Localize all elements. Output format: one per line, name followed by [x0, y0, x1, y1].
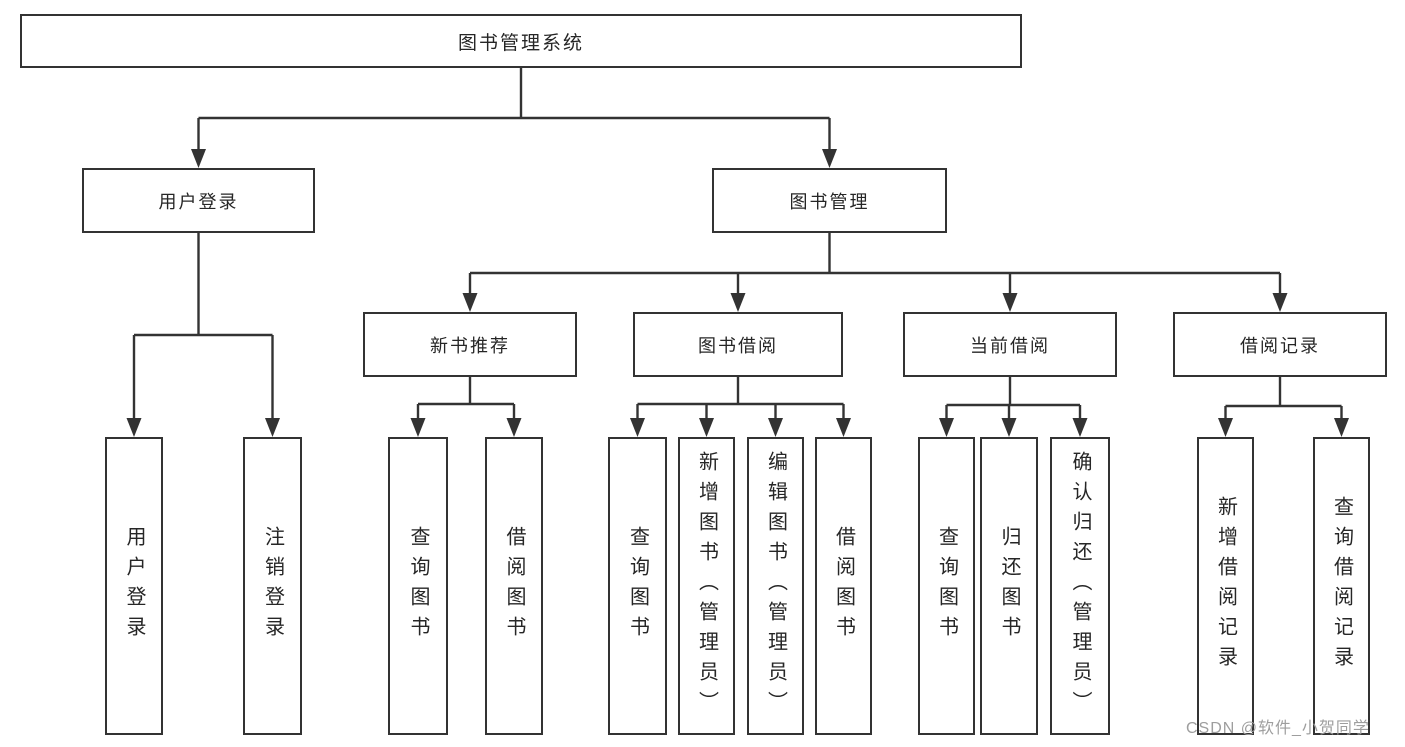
- node-root-system: 图书管理系统: [20, 14, 1022, 68]
- csdn-watermark: CSDN @软件_小贺同学: [1186, 720, 1370, 737]
- leaf-current-return-books: 归还图书: [980, 437, 1038, 735]
- node-book-borrow-label: 图书借阅: [698, 335, 778, 356]
- node-user-login-module: 用户登录: [82, 168, 315, 233]
- leaf-current-return-books-label: 归还图书: [998, 526, 1020, 646]
- node-book-borrow: 图书借阅: [633, 312, 843, 377]
- leaf-records-query-record: 查询借阅记录: [1313, 437, 1370, 735]
- leaf-borrow-query-books-label: 查询图书: [626, 526, 649, 646]
- leaf-user-login: 用户登录: [105, 437, 163, 735]
- leaf-borrow-edit-books-admin-label: 编辑图书（管理员）: [764, 451, 787, 721]
- leaf-logout-label: 注销登录: [261, 526, 284, 646]
- node-borrow-records: 借阅记录: [1173, 312, 1387, 377]
- node-user-login-label: 用户登录: [158, 191, 239, 212]
- node-current-borrow-label: 当前借阅: [970, 335, 1050, 356]
- node-book-management-module: 图书管理: [712, 168, 947, 233]
- node-book-management-label: 图书管理: [789, 191, 870, 212]
- leaf-records-add-record: 新增借阅记录: [1197, 437, 1254, 735]
- leaf-borrow-add-books-admin-label: 新增图书（管理员）: [695, 451, 718, 721]
- leaf-borrow-add-books-admin: 新增图书（管理员）: [678, 437, 735, 735]
- leaf-borrow-edit-books-admin: 编辑图书（管理员）: [747, 437, 804, 735]
- leaf-recommend-borrow-books-label: 借阅图书: [503, 526, 525, 646]
- leaf-current-confirm-return-admin-label: 确认归还（管理员）: [1069, 451, 1091, 721]
- leaf-logout: 注销登录: [243, 437, 302, 735]
- leaf-borrow-borrow-books-label: 借阅图书: [832, 526, 855, 646]
- node-current-borrow: 当前借阅: [903, 312, 1117, 377]
- leaf-current-confirm-return-admin: 确认归还（管理员）: [1050, 437, 1110, 735]
- node-root-label: 图书管理系统: [457, 32, 584, 54]
- leaf-user-login-label: 用户登录: [123, 526, 145, 646]
- leaf-borrow-borrow-books: 借阅图书: [815, 437, 872, 735]
- leaf-current-query-books-label: 查询图书: [935, 526, 958, 646]
- leaf-recommend-borrow-books: 借阅图书: [485, 437, 543, 735]
- node-new-book-recommend-label: 新书推荐: [430, 335, 510, 356]
- leaf-borrow-query-books: 查询图书: [608, 437, 667, 735]
- leaf-recommend-query-books: 查询图书: [388, 437, 448, 735]
- leaf-records-add-record-label: 新增借阅记录: [1214, 496, 1237, 676]
- leaf-current-query-books: 查询图书: [918, 437, 975, 735]
- node-borrow-records-label: 借阅记录: [1240, 335, 1320, 356]
- node-new-book-recommend: 新书推荐: [363, 312, 577, 377]
- leaf-recommend-query-books-label: 查询图书: [407, 526, 429, 646]
- leaf-records-query-record-label: 查询借阅记录: [1330, 496, 1353, 676]
